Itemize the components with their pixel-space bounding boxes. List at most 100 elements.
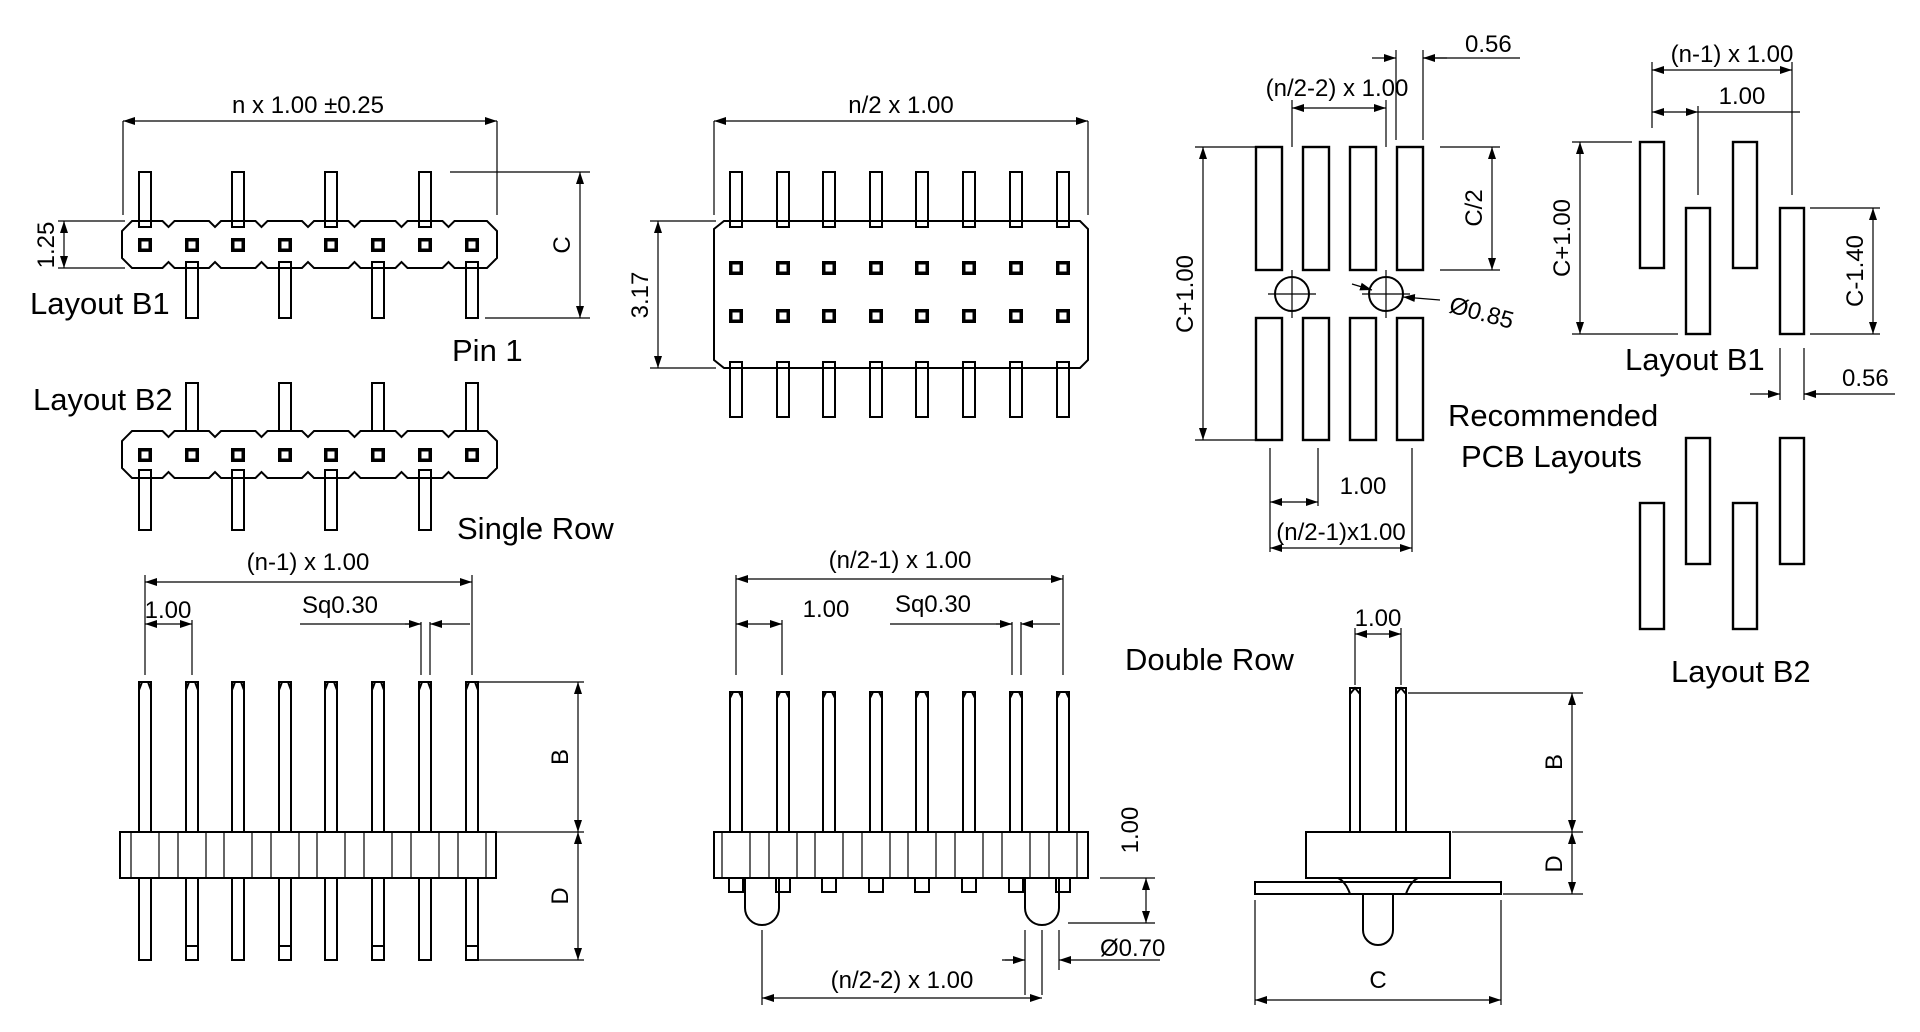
dim-side-double-100-vert: 1.00 [1117, 807, 1144, 854]
double-row-pin-down [915, 361, 929, 418]
double-row-housing [713, 220, 1089, 369]
dim-side-single-sq: Sq0.30 [302, 592, 378, 619]
single-row-side-view: (n-1) x 1.00 1.00 Sq0.30 B D [119, 549, 584, 961]
double-row-pin-up [1009, 171, 1023, 228]
b2-pin-up [371, 382, 385, 432]
dim-end-b: B [1541, 754, 1568, 770]
b1-pad-2 [1684, 206, 1712, 336]
dim-side-single-d: D [547, 887, 574, 904]
b1-pin-down [371, 261, 385, 319]
end-view-pin-right [1395, 687, 1407, 839]
single-row-side-pin [231, 681, 245, 961]
pcb-hole-left [1268, 270, 1316, 318]
label-pcb-layouts: PCB Layouts [1461, 439, 1642, 474]
dim-top-double-height: 3.17 [627, 272, 654, 319]
double-row-side-view: (n/2-1) x 1.00 1.00 Sq0.30 1.00 Ø0.70 (n… [713, 547, 1294, 1005]
double-row-bent-pin-left [744, 878, 780, 926]
b2-pin-down [231, 469, 245, 531]
b1-pin-squares [138, 238, 479, 252]
dim-pcb-056-top: 0.56 [1465, 31, 1512, 58]
pcb-pad-top [1395, 145, 1425, 272]
end-view-bent-pin [1362, 894, 1394, 946]
dim-end-c: C [1369, 967, 1386, 994]
b1-pad-3 [1731, 140, 1759, 270]
dim-side-double-n2-2: (n/2-2) x 1.00 [831, 967, 974, 994]
single-row-side-pin [278, 681, 292, 961]
end-view-body [1305, 831, 1451, 879]
dim-side-single-b: B [547, 749, 574, 765]
label-layout-b1: Layout B1 [30, 286, 170, 321]
b1-pad-4 [1778, 206, 1806, 336]
double-row-pin-down [1009, 361, 1023, 418]
pcb-hole-right [1362, 270, 1410, 318]
end-view-pin-left [1349, 687, 1361, 839]
double-row-end-view: 1.00 B D C [1254, 605, 1583, 1005]
dim-b1-c-plus-100: C+1.00 [1549, 199, 1576, 277]
b1-pin-down [278, 261, 292, 319]
dim-side-single-n1: (n-1) x 1.00 [247, 549, 370, 576]
pcb-pads [1254, 145, 1425, 442]
single-row-side-pin [465, 681, 479, 961]
b1-pin-up [418, 171, 432, 228]
dim-b1-n1: (n-1) x 1.00 [1671, 41, 1794, 68]
single-row-side-body [119, 831, 497, 879]
dim-side-double-070: Ø0.70 [1100, 935, 1165, 962]
dim-side-double-sq: Sq0.30 [895, 591, 971, 618]
label-pcb-layout-b1: Layout B1 [1625, 342, 1765, 377]
b1-pin-down [465, 261, 479, 319]
end-view-base-plate [1254, 881, 1502, 895]
pcb-pad-top [1254, 145, 1284, 272]
label-double-row: Double Row [1125, 642, 1294, 677]
pcb-layout-b2: Layout B2 [1638, 436, 1811, 689]
double-row-pin-up [869, 171, 883, 228]
dim-pcb-c-half: C/2 [1461, 189, 1488, 226]
b1-pad-1 [1638, 140, 1666, 270]
pcb-pad-top [1348, 145, 1378, 272]
b1-pin-up [138, 171, 152, 228]
dim-pcb-c-plus-100: C+1.00 [1172, 255, 1199, 333]
double-row-pin-up [776, 171, 790, 228]
double-row-pin-squares [729, 261, 1070, 323]
pcb-pad-top [1301, 145, 1331, 272]
double-row-pin-up [1056, 171, 1070, 228]
dim-side-double-100: 1.00 [803, 596, 850, 623]
single-row-side-pin [185, 681, 199, 961]
b2-pin-down [418, 469, 432, 531]
pcb-layout-b1: (n-1) x 1.00 1.00 C+1.00 C-1.40 0.56 Lay… [1549, 41, 1895, 400]
dim-side-double-n2-1: (n/2-1) x 1.00 [829, 547, 972, 574]
label-layout-b2: Layout B2 [33, 382, 173, 417]
dim-end-d: D [1541, 855, 1568, 872]
double-row-pin-up [822, 171, 836, 228]
b2-pin-up [278, 382, 292, 432]
double-row-pin-down [822, 361, 836, 418]
double-row-pin-up [962, 171, 976, 228]
dim-top-single-height: 1.25 [33, 222, 60, 269]
b2-housing [121, 430, 498, 479]
b2-pad-3 [1731, 501, 1759, 631]
dim-top-single-width: n x 1.00 ±0.25 [232, 92, 384, 119]
single-row-layout-b2-top-view: Layout B2 Single Row [33, 382, 614, 546]
single-row-side-pin [324, 681, 338, 961]
dim-pcb-n2-1: (n/2-1)x1.00 [1276, 519, 1405, 546]
label-recommended: Recommended [1448, 398, 1658, 433]
double-row-bent-pin-right [1024, 878, 1060, 926]
dim-pcb-hole: Ø0.85 [1446, 292, 1516, 335]
single-row-side-pin [371, 681, 385, 961]
double-row-top-view: n/2 x 1.00 3.17 [627, 92, 1089, 418]
b2-pad-1 [1638, 501, 1666, 631]
dim-top-single-c: C [549, 236, 576, 253]
label-single-row: Single Row [457, 511, 614, 546]
double-row-pin-down [1056, 361, 1070, 418]
double-row-top-pins [729, 171, 1070, 418]
b2-pad-2 [1684, 436, 1712, 566]
b2-pin-up [185, 382, 199, 432]
b1-pin-up [231, 171, 245, 228]
single-row-layout-b1-top-view: n x 1.00 ±0.25 1.25 C Layout B1 Pin 1 [30, 92, 590, 368]
dim-side-single-100: 1.00 [145, 597, 192, 624]
label-pin1: Pin 1 [452, 333, 523, 368]
b1-housing [121, 220, 498, 269]
dim-b1-c-minus-140: C-1.40 [1842, 235, 1869, 307]
b2-pin-squares [138, 448, 479, 462]
double-row-pin-down [962, 361, 976, 418]
